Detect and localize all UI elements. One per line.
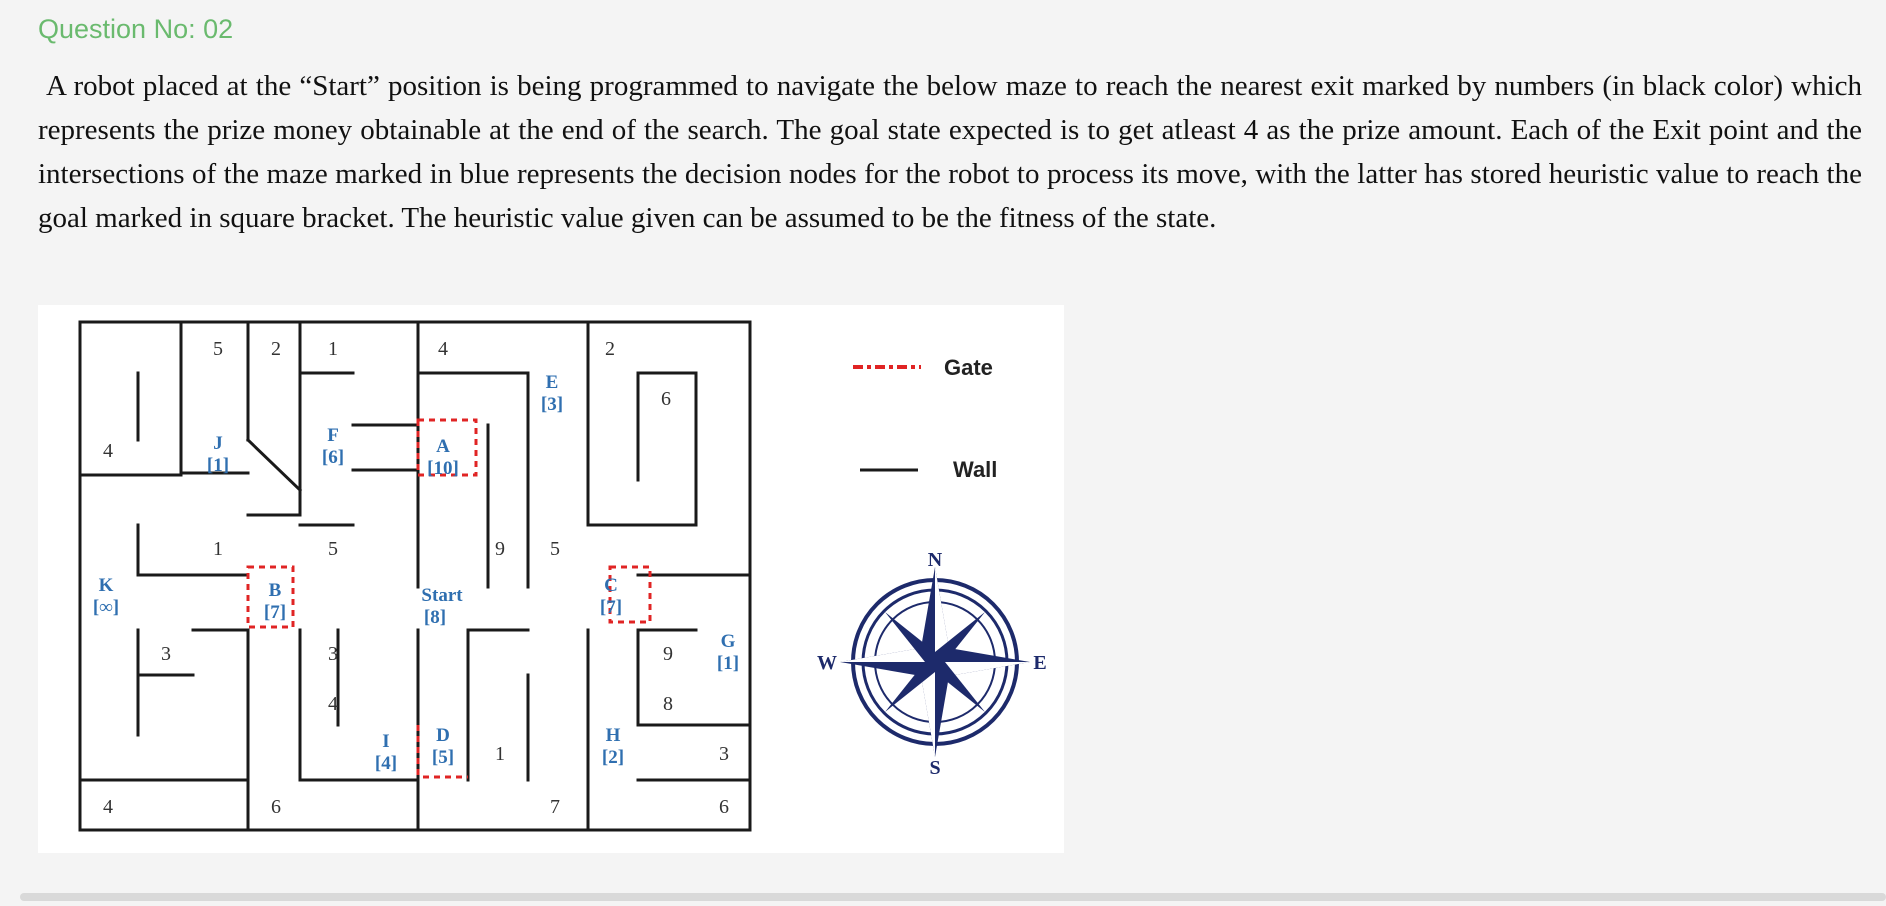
question-number: Question No: 02 [38,14,234,44]
legend-gate-label: Gate [944,355,993,380]
exit-number: 9 [495,538,505,560]
exit-number: 7 [550,796,560,818]
node-g-h: [1] [717,653,739,674]
compass-n: N [928,549,943,571]
node-j-name: J [213,433,223,454]
node-f-name: F [327,425,339,446]
exit-number: 3 [328,643,338,665]
question-text: A robot placed at the “Start” position i… [38,70,1862,234]
node-j-h: [1] [207,455,229,476]
exit-number: 1 [213,538,223,560]
exit-number: 4 [103,440,113,462]
node-i-h: [4] [375,753,397,774]
node-a-name: A [436,436,450,457]
exit-number: 6 [661,388,671,410]
node-c-name: C [604,575,618,596]
node-start-h: [8] [424,607,446,628]
exit-number: 5 [550,538,560,560]
exit-number: 3 [161,643,171,665]
exit-number: 5 [213,338,223,360]
exit-number: 3 [719,743,729,765]
gate-a [416,418,478,477]
node-d-name: D [436,725,450,746]
compass-w: W [817,652,837,674]
node-b-h: [7] [264,602,286,623]
horizontal-scrollbar[interactable] [20,893,1886,901]
node-h-h: [2] [602,747,624,768]
compass-s: S [929,757,940,779]
gate-c [608,565,652,624]
exit-number: 1 [328,338,338,360]
decision-nodes: A [10] B [7] C [7] D [5] E [3] F [6] G [… [93,372,739,774]
compass-e: E [1033,652,1046,674]
node-h-name: H [606,725,621,746]
node-c-h: [7] [600,597,622,618]
exit-number: 2 [271,338,281,360]
node-i-name: I [382,731,389,752]
exit-number: 8 [663,693,673,715]
exit-number: 9 [663,643,673,665]
node-start-name: Start [421,585,463,606]
legend-wall-label: Wall [953,457,997,482]
legend: Gate Wall [853,355,997,482]
exit-number: 2 [605,338,615,360]
maze-walls [78,320,752,832]
node-d-h: [5] [432,747,454,768]
compass-rose-icon: N S E W [817,549,1047,779]
node-b-name: B [269,580,282,601]
maze-diagram: 5 2 1 4 2 6 4 1 5 9 5 3 3 4 9 8 1 3 4 6 … [78,320,1047,832]
exit-number: 6 [271,796,281,818]
exit-number: 4 [438,338,448,360]
node-f-h: [6] [322,447,344,468]
maze-gates [246,418,652,779]
node-e-name: E [546,372,559,393]
node-k-name: K [99,575,114,596]
node-g-name: G [721,631,736,652]
exit-number: 4 [103,796,113,818]
node-k-h: [∞] [93,597,119,618]
exit-number: 4 [328,693,338,715]
exit-number: 6 [719,796,729,818]
node-e-h: [3] [541,394,563,415]
node-a-h: [10] [427,458,459,479]
maze-figure: 5 2 1 4 2 6 4 1 5 9 5 3 3 4 9 8 1 3 4 6 … [38,305,1064,853]
exit-number: 1 [495,743,505,765]
exit-numbers: 5 2 1 4 2 6 4 1 5 9 5 3 3 4 9 8 1 3 4 6 … [103,338,729,818]
gate-b [246,565,295,629]
exit-number: 5 [328,538,338,560]
